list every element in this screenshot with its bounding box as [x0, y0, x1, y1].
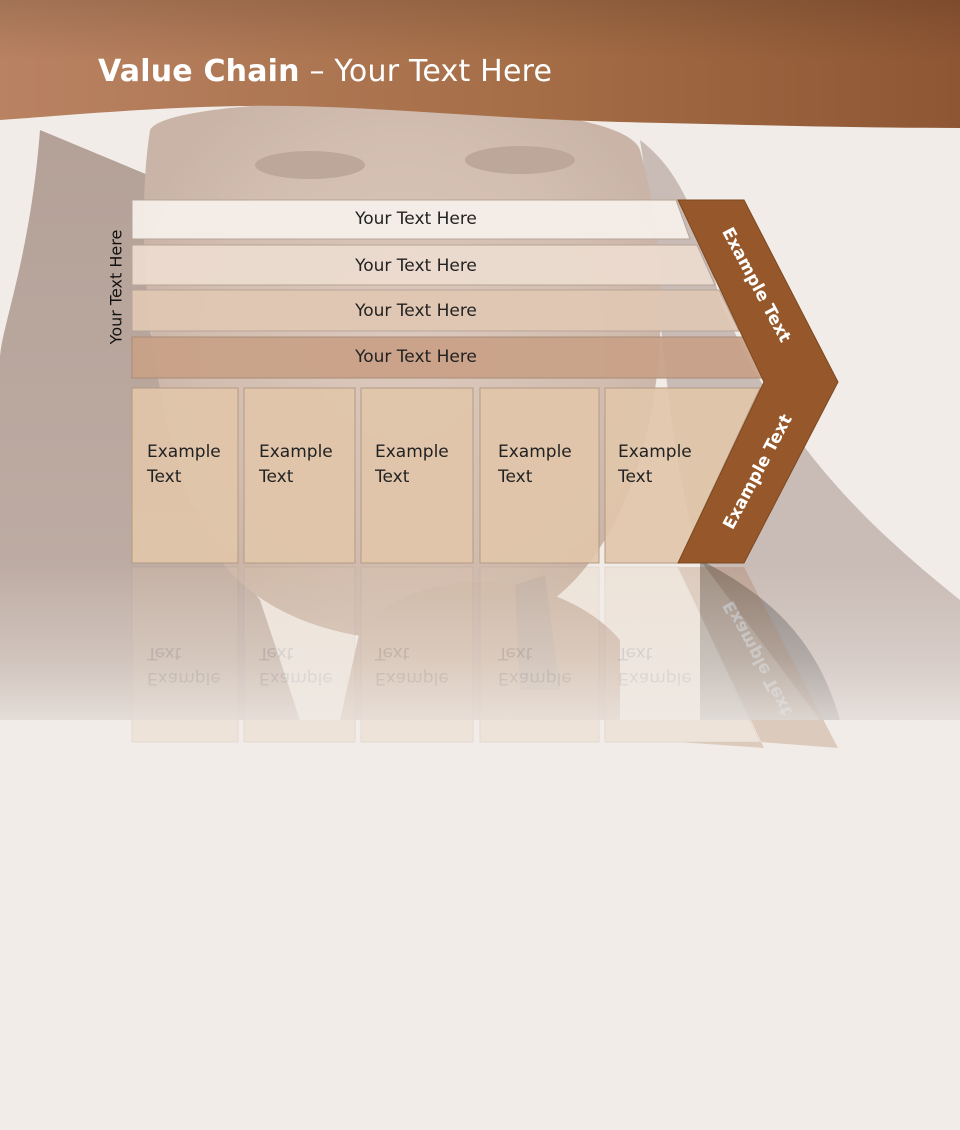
slide-title: Value Chain – Your Text Here [98, 54, 552, 89]
column-box-2 [243, 387, 356, 564]
row-label-4: Your Text Here [355, 347, 477, 367]
header-band [0, 0, 960, 128]
row-bar-3 [131, 289, 740, 332]
column-box-4 [479, 387, 600, 564]
column-box-3 [360, 387, 474, 564]
row-label-1: Your Text Here [355, 209, 477, 229]
column-box-1 [131, 387, 239, 564]
row-bar-1 [131, 199, 691, 240]
value-chain-diagram [131, 199, 839, 564]
row-label-3: Your Text Here [355, 301, 477, 321]
title-bold: Value Chain [98, 54, 300, 89]
title-rest: – Your Text Here [299, 54, 553, 89]
row-bar-2 [131, 244, 716, 286]
chevron-arrow [677, 199, 839, 564]
row-label-2: Your Text Here [355, 256, 477, 276]
